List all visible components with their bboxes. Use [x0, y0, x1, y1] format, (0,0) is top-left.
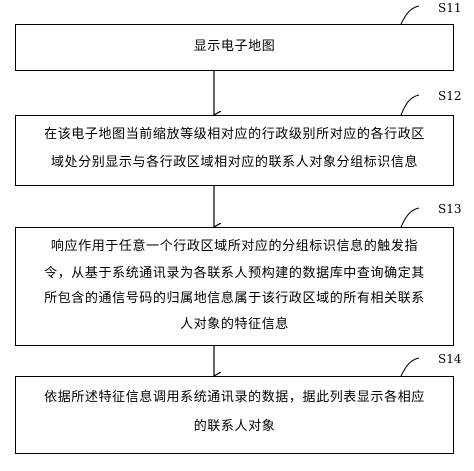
step-text-line: 域处分别显示与各行政区域相对应的联系人对象分组标识信息: [50, 155, 419, 170]
leader-s12: [400, 94, 420, 116]
step-label-s11: S11: [438, 1, 462, 15]
leader-s14: [400, 357, 420, 377]
step-text-line: 依据所述特征信息调用系统通讯录的数据，据此列表显示各相应: [44, 390, 425, 405]
step-box-s13: 响应作用于任意一个行政区域所对应的分组标识信息的触发指 令，从基于系统通讯录为各…: [15, 227, 454, 346]
step-text-line: 在该电子地图当前缩放等级相对应的行政级别所对应的各行政区: [44, 127, 425, 142]
step-text: 显示电子地图: [193, 39, 276, 54]
leader-s11: [400, 5, 420, 25]
step-label-s12: S12: [438, 89, 462, 103]
step-text-line: 所包含的通信号码的归属地信息属于该行政区域的所有相关联系: [44, 291, 425, 306]
step-label-s14: S14: [438, 352, 462, 366]
step-text-line: 的联系人对象: [193, 419, 276, 434]
step-text-line: 令，从基于系统通讯录为各联系人预构建的数据库中查询确定其: [44, 266, 425, 281]
step-box-s11: 显示电子地图: [15, 24, 454, 71]
step-box-s12: 在该电子地图当前缩放等级相对应的行政级别所对应的各行政区 域处分别显示与各行政区…: [15, 115, 454, 186]
step-box-s14: 依据所述特征信息调用系统通讯录的数据，据此列表显示各相应 的联系人对象: [15, 376, 454, 454]
step-text-line: 响应作用于任意一个行政区域所对应的分组标识信息的触发指: [50, 239, 419, 254]
leader-s13: [400, 207, 420, 228]
step-label-s13: S13: [438, 202, 462, 216]
step-text-line: 人对象的特征信息: [180, 317, 289, 332]
